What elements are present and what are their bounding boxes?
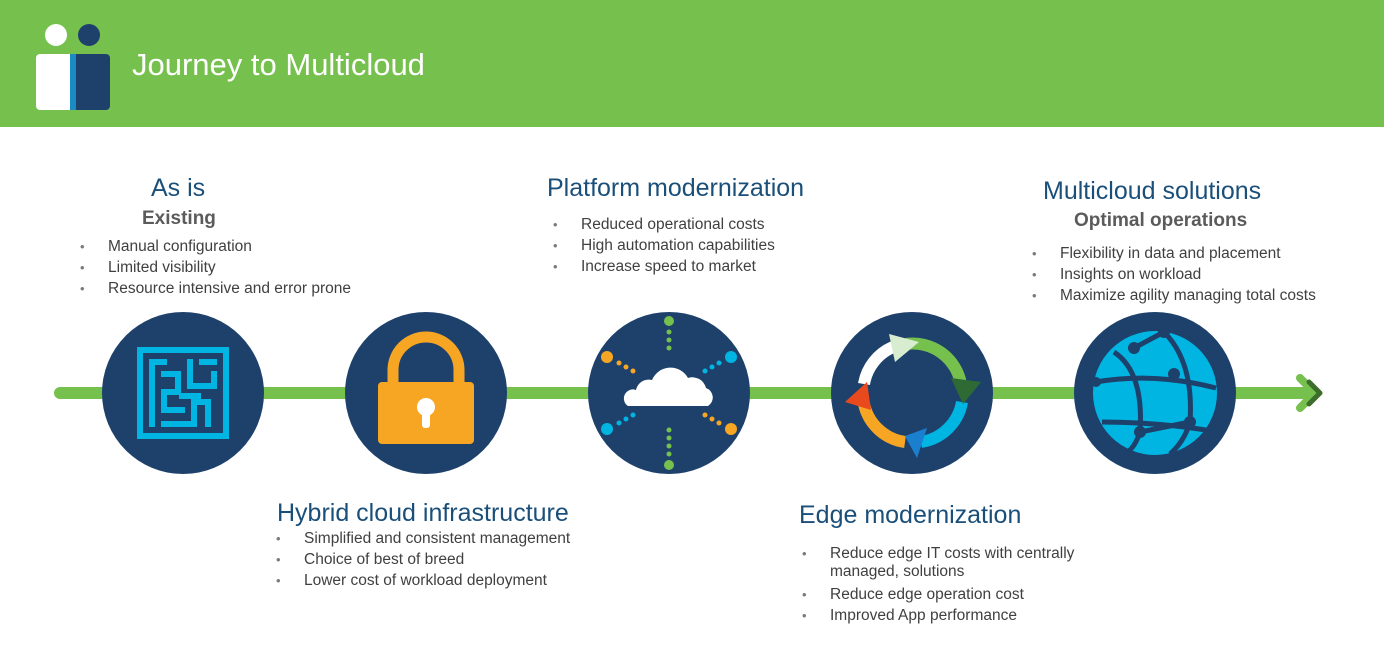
people-icon bbox=[36, 24, 110, 110]
padlock-icon bbox=[345, 312, 507, 474]
stage-title-edge: Edge modernization bbox=[799, 501, 1022, 529]
stage-title-platform: Platform modernization bbox=[547, 174, 805, 202]
list-item: Choice of best of breed bbox=[276, 549, 570, 570]
list-item: High automation capabilities bbox=[553, 235, 775, 256]
cycle-arrows-icon bbox=[831, 312, 993, 474]
stage-subtitle-as-is: Existing bbox=[142, 208, 216, 229]
list-item: Manual configuration bbox=[80, 236, 351, 257]
page-title: Journey to Multicloud bbox=[132, 47, 425, 82]
list-item: Reduced operational costs bbox=[553, 214, 775, 235]
stage-bullets-multicloud: Flexibility in data and placement Insigh… bbox=[1032, 243, 1316, 306]
list-item: Limited visibility bbox=[80, 257, 351, 278]
stage-title-hybrid: Hybrid cloud infrastructure bbox=[277, 499, 569, 527]
list-item: Flexibility in data and placement bbox=[1032, 243, 1316, 264]
stage-bullets-hybrid: Simplified and consistent management Cho… bbox=[276, 528, 570, 591]
list-item: Resource intensive and error prone bbox=[80, 278, 351, 299]
list-item: Reduce edge IT costs with centrally mana… bbox=[802, 545, 1092, 581]
stage-bullets-platform: Reduced operational costs High automatio… bbox=[553, 214, 775, 277]
stage-bullets-edge: Reduce edge IT costs with centrally mana… bbox=[802, 545, 1092, 626]
list-item: Lower cost of workload deployment bbox=[276, 570, 570, 591]
stage-title-as-is: As is bbox=[151, 174, 206, 202]
list-item: Improved App performance bbox=[802, 605, 1092, 626]
list-item: Reduce edge operation cost bbox=[802, 584, 1092, 605]
stage-subtitle-multicloud: Optimal operations bbox=[1074, 210, 1248, 231]
globe-network-icon bbox=[1074, 312, 1236, 474]
list-item: Simplified and consistent management bbox=[276, 528, 570, 549]
stage-bullets-as-is: Manual configuration Limited visibility … bbox=[80, 236, 351, 299]
list-item: Increase speed to market bbox=[553, 256, 775, 277]
maze-icon bbox=[102, 312, 264, 474]
list-item: Insights on workload bbox=[1032, 264, 1316, 285]
header-banner: Journey to Multicloud bbox=[0, 0, 1384, 127]
cloud-network-icon bbox=[588, 312, 750, 474]
list-item: Maximize agility managing total costs bbox=[1032, 285, 1316, 306]
stage-title-multicloud: Multicloud solutions bbox=[1043, 177, 1262, 205]
